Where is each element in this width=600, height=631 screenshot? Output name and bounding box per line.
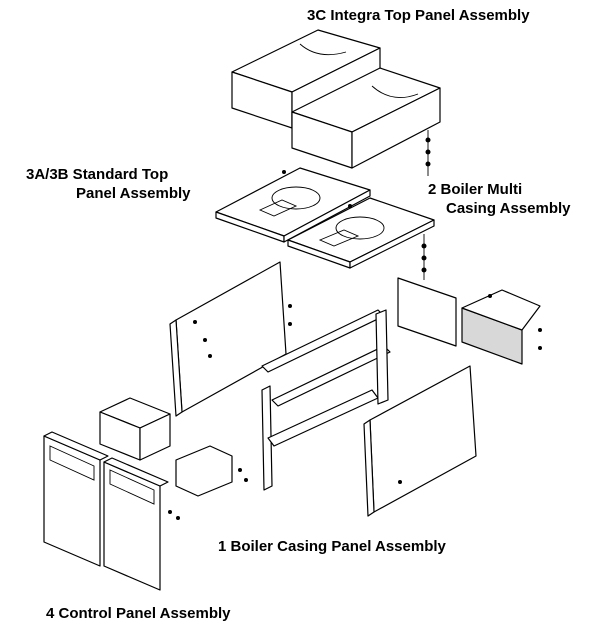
label-control-panel-assembly: 4 Control Panel Assembly xyxy=(46,605,231,622)
label-standard-top-line2: Panel Assembly xyxy=(76,185,191,202)
control-panel-door-right xyxy=(103,457,180,591)
back-casing-panel xyxy=(169,261,292,417)
control-box xyxy=(99,397,248,497)
standard-top-fasteners xyxy=(282,170,427,280)
integra-fasteners xyxy=(425,130,431,176)
label-integra-top-panel-assembly: 3C Integra Top Panel Assembly xyxy=(307,7,530,24)
standard-top-panel-right xyxy=(287,197,435,269)
label-multi-casing-line1: 2 Boiler Multi xyxy=(428,181,523,198)
integra-top-panel-right xyxy=(291,67,441,169)
standard-top-panel-left xyxy=(215,167,371,243)
control-panel-door-left xyxy=(43,431,109,567)
label-boiler-casing-panel-assembly: 1 Boiler Casing Panel Assembly xyxy=(218,538,446,555)
frame-rails xyxy=(261,309,391,491)
multi-casing-panel xyxy=(397,277,542,365)
label-multi-casing-line2: Casing Assembly xyxy=(446,200,571,217)
right-casing-panel xyxy=(363,365,477,517)
label-standard-top-line1: 3A/3B Standard Top xyxy=(26,166,169,183)
